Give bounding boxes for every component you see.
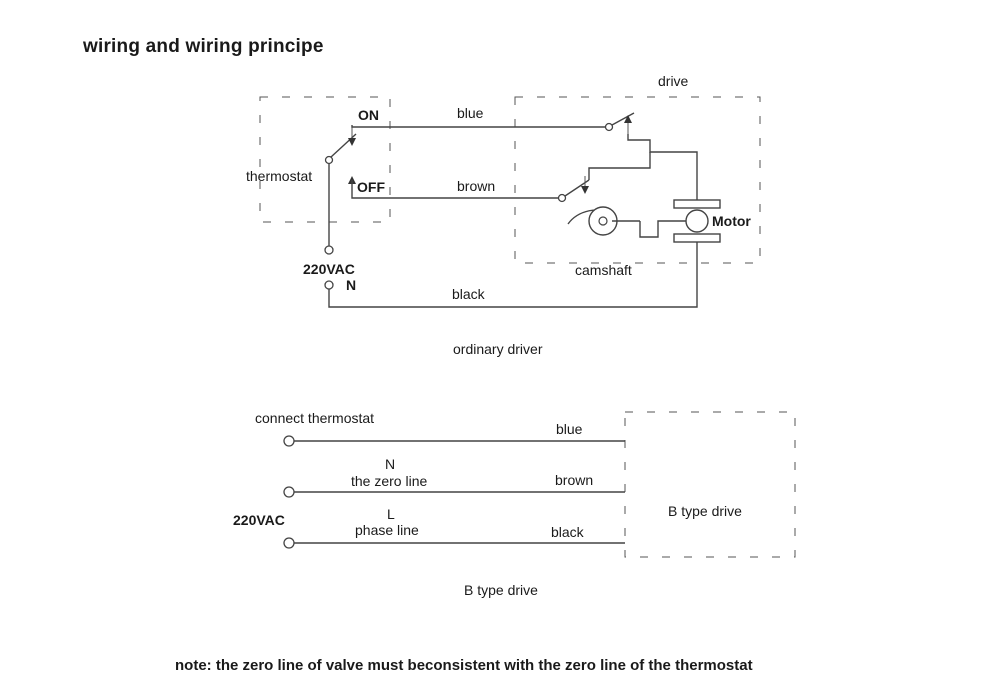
motor-upper-plate	[673, 199, 721, 209]
brown-wire	[351, 180, 559, 199]
ordinary-driver-caption: ordinary driver	[453, 341, 543, 357]
l-label: L	[387, 506, 395, 522]
brown-wire-label: brown	[457, 178, 495, 194]
thermostat-label: thermostat	[246, 168, 312, 184]
voltage-label: 220VAC	[303, 261, 355, 277]
blue-wire-label: blue	[457, 105, 484, 121]
camshaft-hub-icon	[598, 216, 608, 226]
terminal-neutral	[324, 280, 334, 290]
page-title: wiring and wiring principe	[83, 36, 324, 57]
ordinary-driver-diagram: drive ON OFF thermostat blue brown Motor…	[246, 73, 761, 357]
zero-line-label: the zero line	[351, 473, 427, 489]
on-label: ON	[358, 107, 379, 123]
drive-lower-switch-terminal	[557, 193, 567, 203]
drive-label: drive	[658, 73, 689, 89]
phase-line-label: phase line	[355, 522, 419, 538]
drive-upper-switch-blade	[611, 112, 635, 126]
terminal-220vac	[324, 245, 334, 255]
drive-internal-wire-lower	[588, 152, 651, 180]
motor-lower-plate	[673, 233, 721, 243]
blue-wire-b-label: blue	[556, 421, 583, 437]
camshaft-label: camshaft	[575, 262, 632, 278]
brown-wire-b-label: brown	[555, 472, 593, 488]
connect-thermostat-label: connect thermostat	[255, 410, 374, 426]
b-type-drive-diagram: connect thermostat blue N the zero line …	[233, 410, 796, 598]
terminal-zero-line	[283, 486, 295, 498]
black-wire-label: black	[452, 286, 486, 302]
motor-label: Motor	[712, 213, 751, 229]
terminal-thermostat	[283, 435, 295, 447]
off-label: OFF	[357, 179, 385, 195]
camshaft-linkage	[639, 220, 686, 238]
neutral-label: N	[346, 277, 356, 293]
b-type-drive-box-label: B type drive	[668, 503, 742, 519]
n-label: N	[385, 456, 395, 472]
b-type-drive-box	[624, 411, 796, 558]
drive-box	[514, 96, 761, 264]
black-wire	[328, 242, 698, 308]
motor-icon	[685, 209, 709, 233]
blue-wire	[351, 125, 606, 128]
zero-line-note: note: the zero line of valve must becons…	[175, 657, 753, 674]
thermostat-switch-pivot	[324, 155, 334, 165]
b-type-drive-caption: B type drive	[464, 582, 538, 598]
drive-internal-wire-top	[627, 134, 698, 200]
drive-upper-switch-terminal	[604, 122, 614, 132]
voltage-b-label: 220VAC	[233, 512, 285, 528]
terminal-phase-line	[283, 537, 295, 549]
black-wire-b-label: black	[551, 524, 585, 540]
